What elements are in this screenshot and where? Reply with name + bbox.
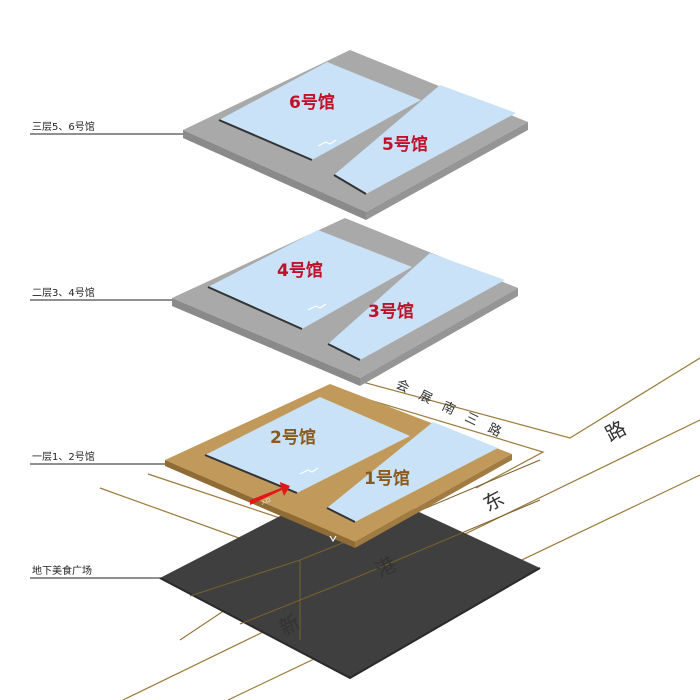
floor1-layer: 入口 2号馆 1号馆 [165, 384, 512, 548]
road-char-4: 三 [462, 410, 480, 429]
floor3-label: 三层5、6号馆 [32, 120, 95, 133]
road-char-5: 路 [485, 420, 504, 440]
floor2-layer: 4号馆 3号馆 [172, 218, 518, 386]
road-char-1: 会 [393, 377, 411, 396]
hall-3-label: 3号馆 [368, 301, 414, 322]
escalator-icon-f3 [317, 139, 337, 147]
road-char-3: 南 [439, 398, 458, 418]
road-dong: 东 [479, 486, 508, 517]
basement-label: 地下美食广场 [32, 564, 92, 577]
hall-2-label: 2号馆 [270, 427, 316, 448]
hall-1-label: 1号馆 [364, 468, 410, 489]
basement-layer [159, 459, 541, 680]
road-char-2: 展 [416, 388, 434, 407]
hall-5-label: 5号馆 [382, 134, 428, 155]
floor2-label: 二层3、4号馆 [32, 286, 95, 299]
entrance-label: 入口 [260, 497, 272, 507]
floor1-label: 一层1、2号馆 [32, 450, 95, 463]
logo-icon [329, 535, 337, 543]
escalator-icon-f2 [307, 303, 327, 311]
escalator-icon [299, 467, 319, 475]
hall-4-label: 4号馆 [277, 260, 323, 281]
hall-6-label: 6号馆 [289, 92, 335, 113]
road-lu: 路 [601, 416, 630, 447]
floor3-layer: 6号馆 5号馆 [183, 50, 528, 220]
floor-leader-lines [30, 133, 183, 579]
